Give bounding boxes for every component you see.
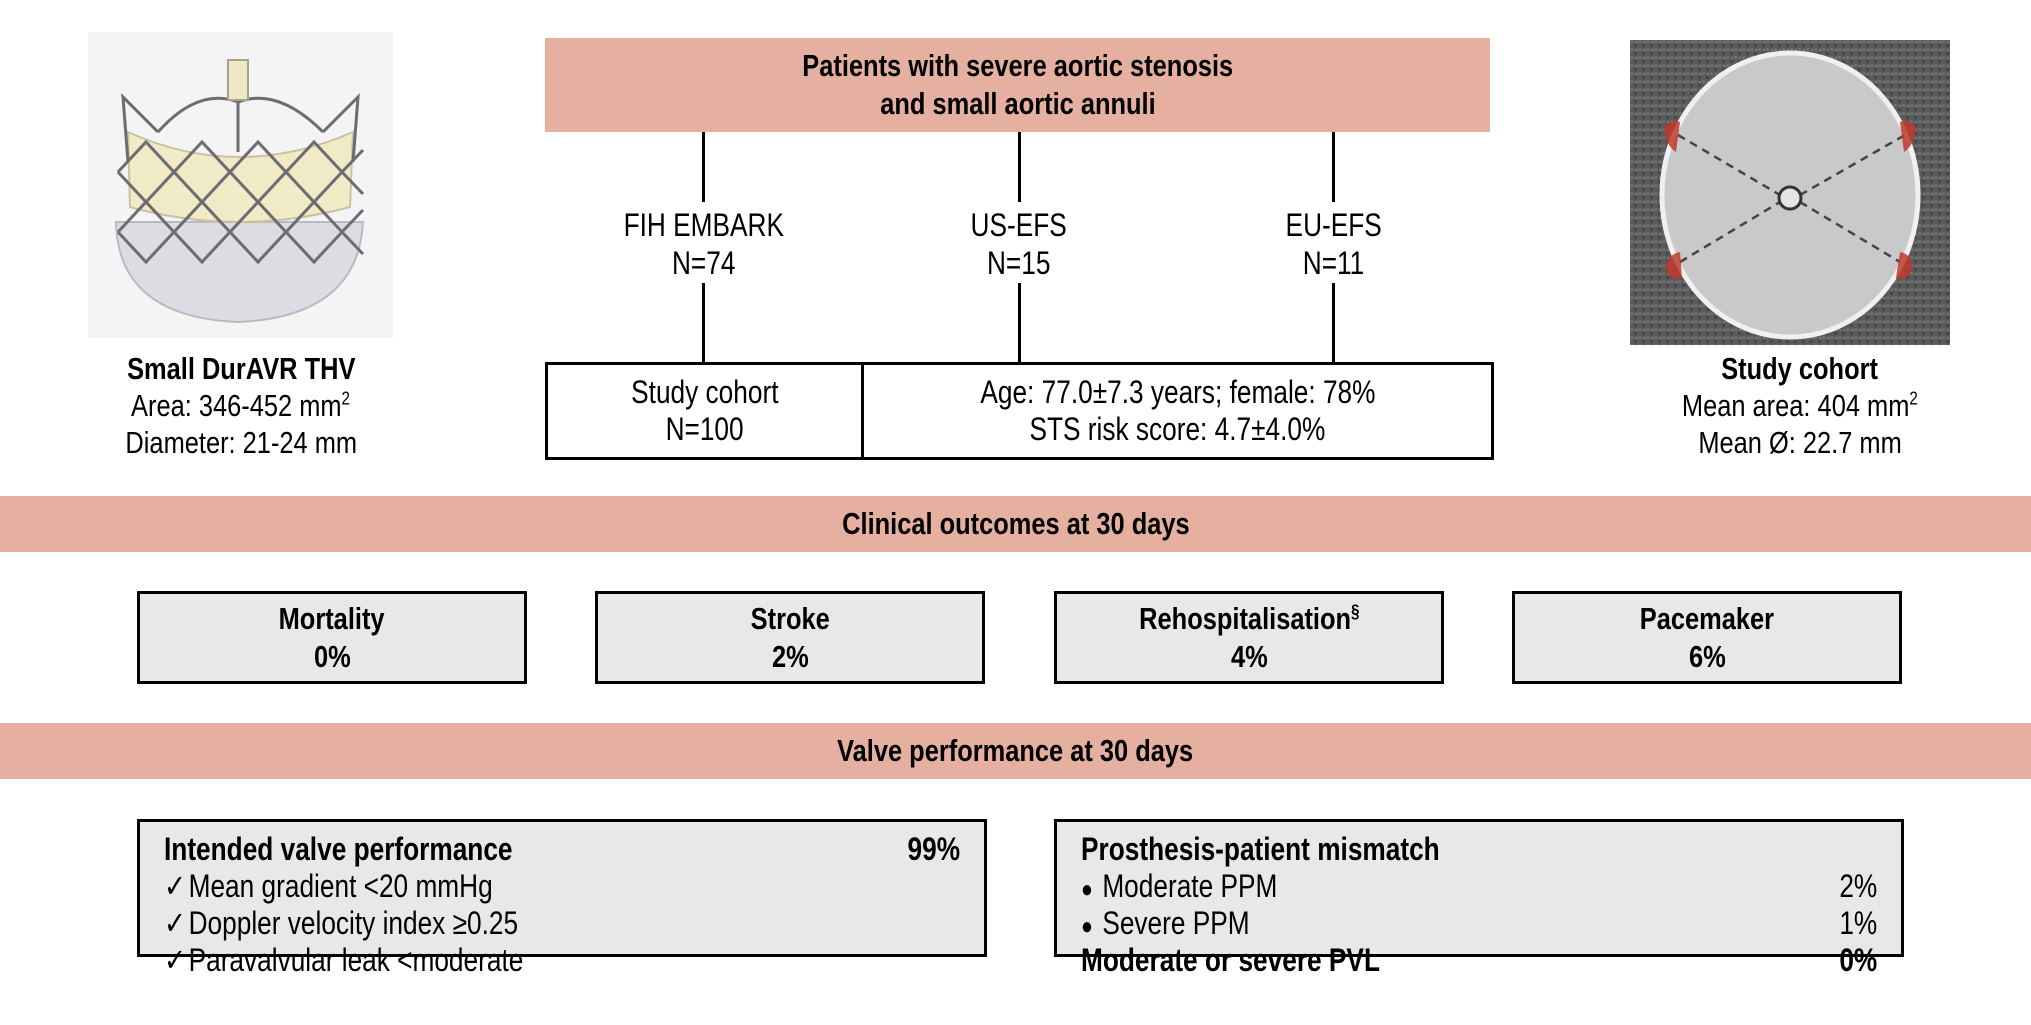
- cohort-demographics: Age: 77.0±7.3 years; female: 78% STS ris…: [864, 365, 1491, 457]
- intended-value: 99%: [907, 831, 960, 867]
- outcome-pacemaker: Pacemaker 6%: [1512, 591, 1902, 684]
- branch-eu-efs: EU-EFS N=11: [1214, 206, 1454, 282]
- bullet-icon: ●: [1081, 913, 1093, 940]
- checkmark-icon: ✓: [164, 905, 186, 941]
- branch-n: N=74: [672, 245, 736, 281]
- valve-performance-band: Valve performance at 30 days: [0, 723, 2031, 779]
- branch-n: N=15: [987, 245, 1051, 281]
- valve-image: [88, 32, 393, 338]
- population-header-line1: Patients with severe aortic stenosis: [802, 48, 1233, 83]
- clinical-outcomes-band: Clinical outcomes at 30 days: [0, 496, 2031, 552]
- valve-area: Area: 346-452 mm: [131, 388, 343, 423]
- study-title: Study cohort: [1721, 351, 1879, 386]
- branch-name: FIH EMBARK: [623, 207, 785, 243]
- cohort-count: Study cohort N=100: [548, 365, 864, 457]
- clinical-outcomes-title: Clinical outcomes at 30 days: [841, 506, 1190, 541]
- connector-line: [1332, 132, 1335, 202]
- outcome-footnote-mark: §: [1350, 600, 1360, 622]
- intended-criterion: Doppler velocity index ≥0.25: [188, 905, 519, 941]
- connector-line: [702, 283, 705, 363]
- cohort-label: Study cohort: [630, 374, 779, 410]
- intended-title: Intended valve performance: [164, 831, 513, 867]
- valve-caption: Small DurAVR THV Area: 346-452 mm2 Diame…: [76, 350, 406, 461]
- outcome-value: 6%: [1688, 638, 1726, 674]
- connector-line: [1018, 283, 1021, 363]
- population-header-line2: and small aortic annuli: [879, 86, 1156, 121]
- ct-scan-image: [1630, 40, 1950, 345]
- intended-criterion: Paravalvular leak <moderate: [188, 942, 524, 978]
- outcome-stroke: Stroke 2%: [595, 591, 985, 684]
- valve-diameter: Diameter: 21-24 mm: [125, 425, 357, 460]
- cohort-n: N=100: [665, 411, 744, 447]
- outcome-value: 2%: [771, 638, 809, 674]
- branch-name: EU-EFS: [1285, 207, 1383, 243]
- outcome-label: Mortality: [279, 600, 385, 636]
- branch-name: US-EFS: [970, 207, 1068, 243]
- checkmark-icon: ✓: [164, 868, 186, 904]
- study-diameter: Mean Ø: 22.7 mm: [1698, 425, 1902, 460]
- pvl-label: Moderate or severe PVL: [1081, 942, 1380, 978]
- connector-line: [1018, 132, 1021, 202]
- connector-line: [702, 132, 705, 202]
- cohort-sts: STS risk score: 4.7±4.0%: [1029, 411, 1326, 447]
- branch-fih-embark: FIH EMBARK N=74: [584, 206, 824, 282]
- valve-performance-title: Valve performance at 30 days: [837, 733, 1194, 768]
- ppm-title: Prosthesis-patient mismatch: [1081, 831, 1440, 867]
- cohort-box: Study cohort N=100 Age: 77.0±7.3 years; …: [545, 362, 1494, 460]
- outcome-mortality: Mortality 0%: [137, 591, 527, 684]
- population-header: Patients with severe aortic stenosis and…: [545, 38, 1490, 132]
- valve-title: Small DurAVR THV: [126, 351, 356, 386]
- outcome-value: 0%: [313, 638, 351, 674]
- study-area: Mean area: 404 mm: [1682, 388, 1910, 423]
- outcome-label: Pacemaker: [1639, 600, 1775, 636]
- outcome-value: 4%: [1230, 638, 1268, 674]
- intended-performance-box: Intended valve performance 99% ✓Mean gra…: [137, 819, 987, 978]
- bullet-icon: ●: [1081, 876, 1093, 903]
- study-caption: Study cohort Mean area: 404 mm2 Mean Ø: …: [1635, 350, 1965, 461]
- intended-criterion: Mean gradient <20 mmHg: [188, 868, 493, 904]
- cohort-age-female: Age: 77.0±7.3 years; female: 78%: [979, 374, 1376, 410]
- ppm-box: Prosthesis-patient mismatch ● Moderate PP…: [1054, 819, 1904, 978]
- checkmark-icon: ✓: [164, 942, 186, 978]
- pvl-value: 0%: [1839, 942, 1877, 978]
- branch-us-efs: US-EFS N=15: [899, 206, 1139, 282]
- ppm-item-value: 1%: [1839, 905, 1877, 941]
- outcome-label: Rehospitalisation: [1138, 600, 1351, 636]
- outcome-rehospitalisation: Rehospitalisation§ 4%: [1054, 591, 1444, 684]
- ppm-item-label: Moderate PPM: [1102, 868, 1278, 904]
- ppm-item-value: 2%: [1839, 868, 1877, 904]
- branch-n: N=11: [1303, 245, 1365, 281]
- connector-line: [1332, 283, 1335, 363]
- ppm-item-label: Severe PPM: [1102, 905, 1250, 941]
- study-area-sup: 2: [1909, 387, 1918, 409]
- outcome-label: Stroke: [750, 600, 830, 636]
- valve-area-sup: 2: [342, 387, 351, 409]
